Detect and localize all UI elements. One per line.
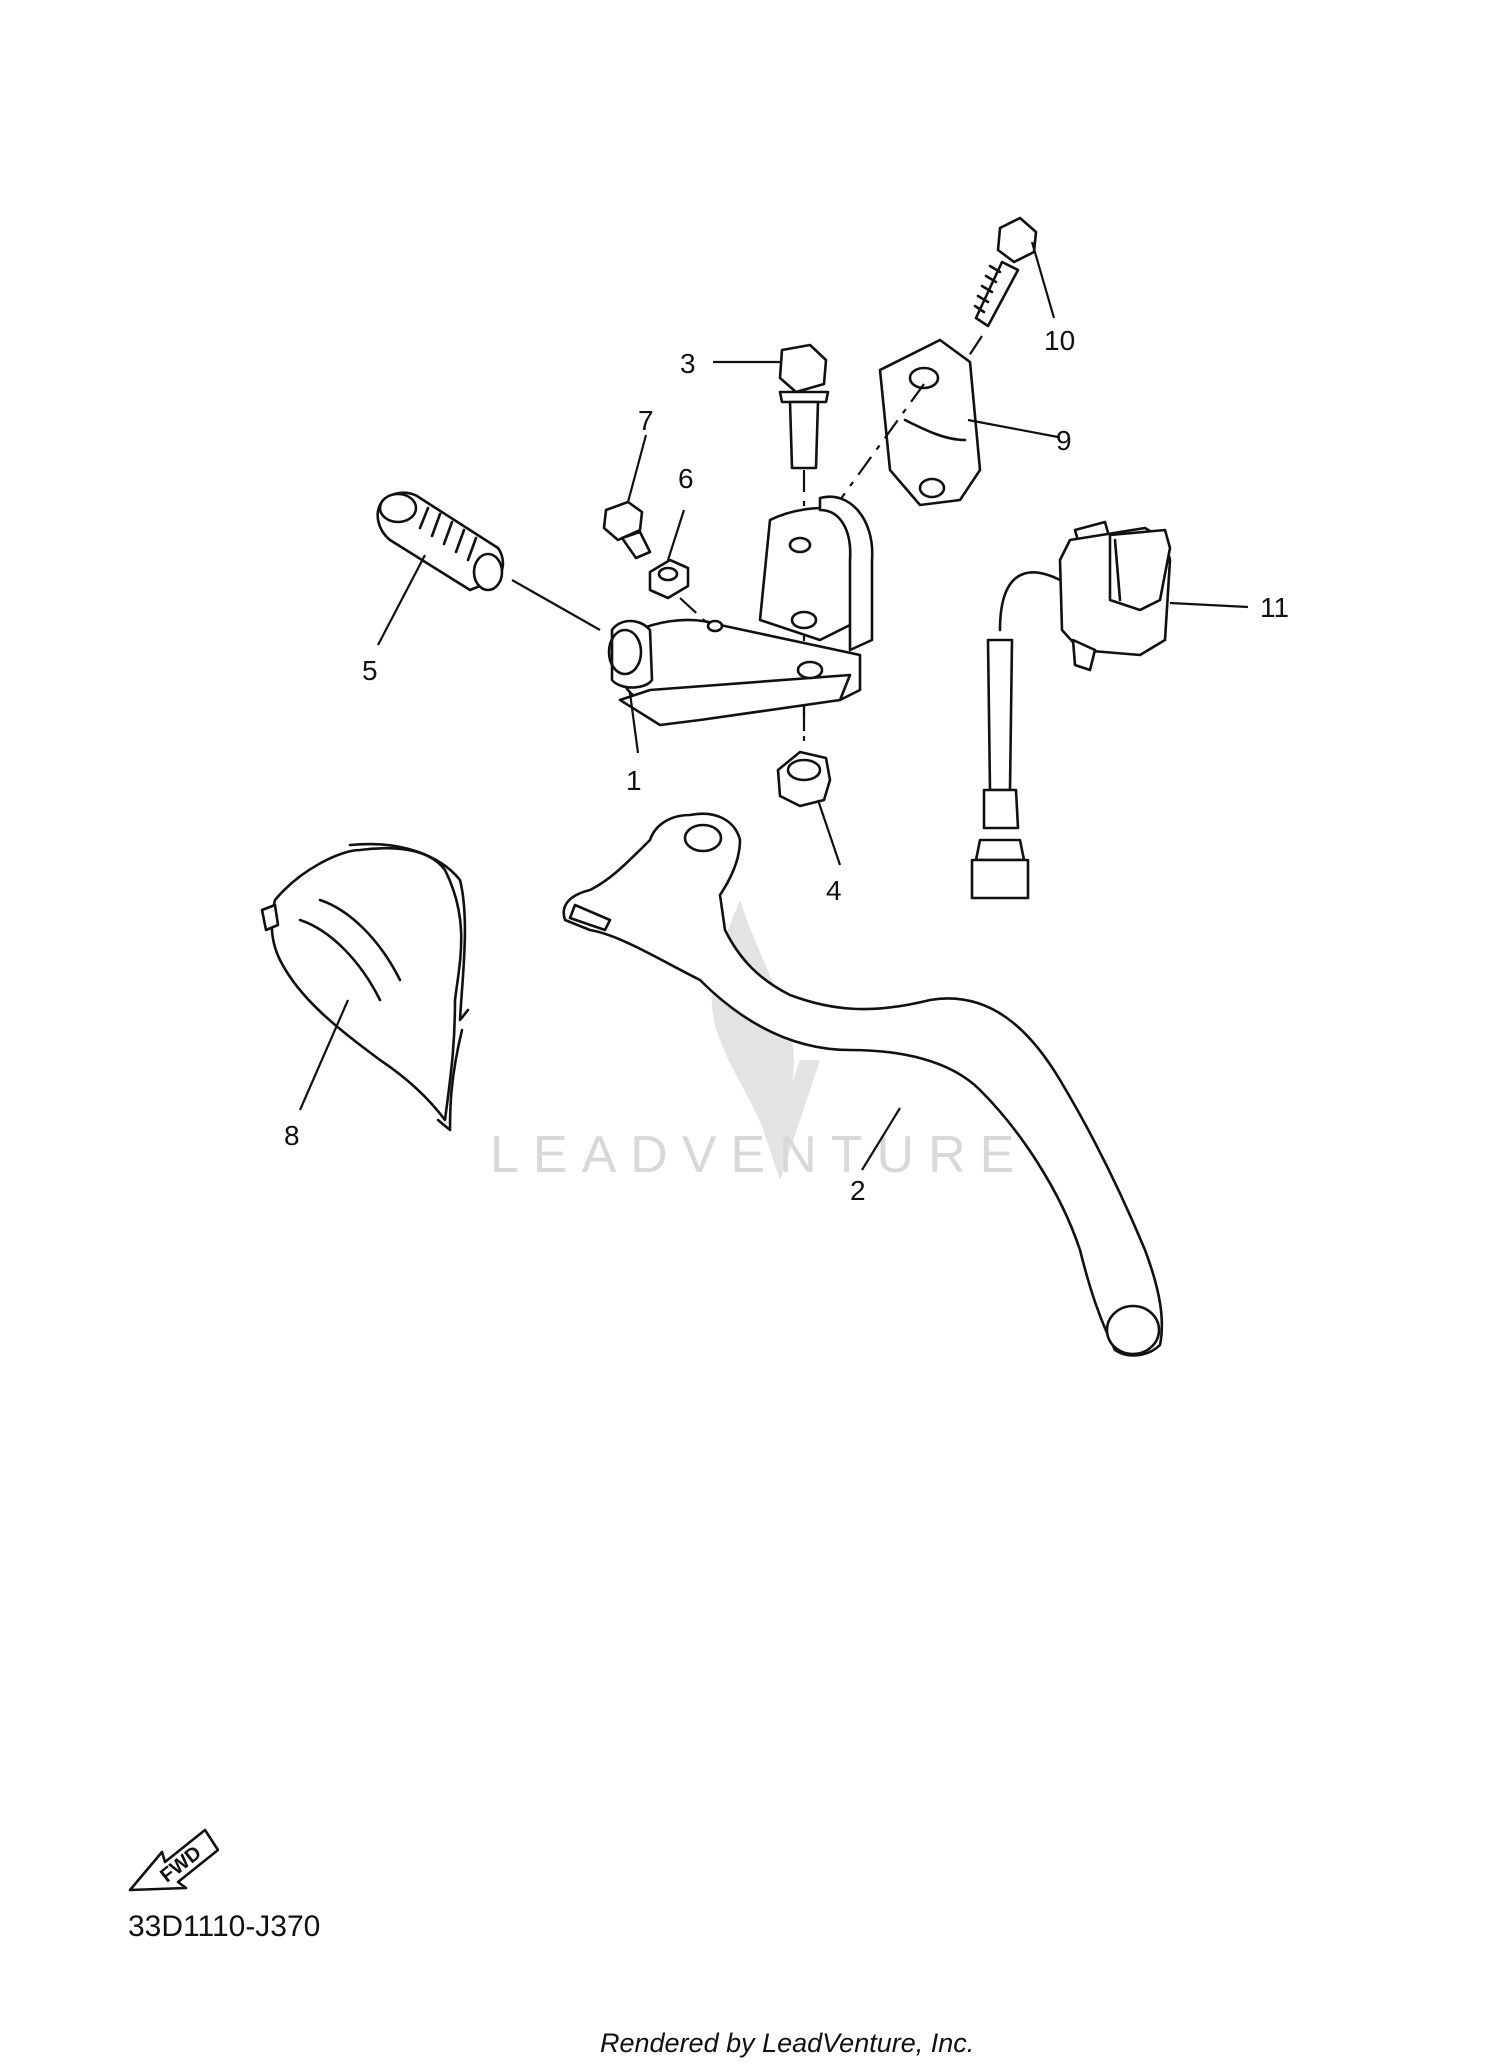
callout-4: 4 (826, 875, 842, 906)
callout-3: 3 (680, 348, 696, 379)
part-10-bolt (973, 216, 1038, 328)
diagram-code: 33D1110-J370 (128, 1910, 320, 1943)
callout-10: 10 (1044, 325, 1075, 356)
fwd-arrow: FWD (128, 1828, 220, 1892)
callout-7: 7 (638, 405, 654, 436)
callout-8: 8 (284, 1120, 300, 1151)
part-3-pivot-bolt (778, 343, 830, 470)
callout-5: 5 (362, 655, 378, 686)
part-6-washer (648, 558, 690, 600)
callout-11: 11 (1260, 592, 1289, 623)
part-9-clamp (878, 338, 982, 507)
callout-1: 1 (626, 765, 642, 796)
part-7-small-bolt (602, 500, 652, 560)
part-11-switch-assembly (970, 520, 1172, 900)
part-2-lever (562, 812, 1164, 1357)
part-1-lever-bracket (607, 495, 874, 727)
callout-9: 9 (1056, 425, 1072, 456)
part-4-nut (776, 750, 832, 808)
callout-6: 6 (678, 463, 694, 494)
part-8-lever-cover (260, 842, 470, 1132)
part-5-adjuster-bolt (376, 491, 505, 592)
footer-credit: Rendered by LeadVenture, Inc. (600, 2028, 974, 2058)
watermark-text: LEADVENTURE (490, 1126, 1028, 1184)
callout-2: 2 (850, 1175, 866, 1206)
